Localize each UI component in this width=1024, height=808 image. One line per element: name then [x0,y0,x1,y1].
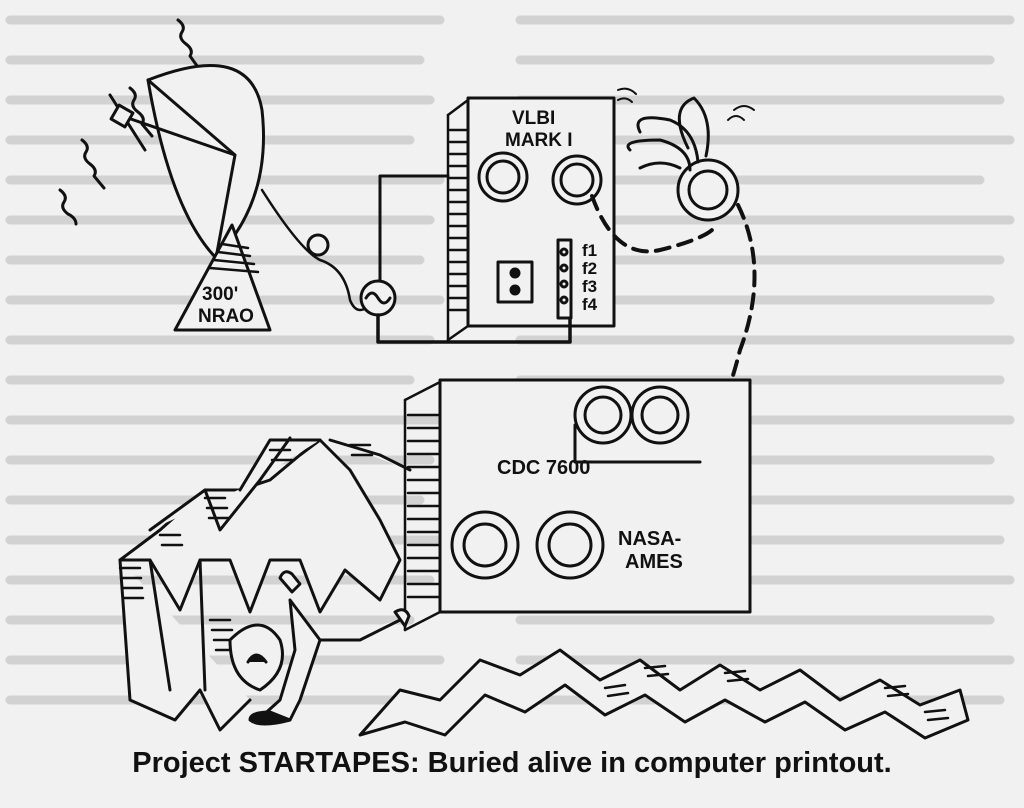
dish-label-size: 300' [202,284,238,305]
figure-caption: Project STARTAPES: Buried alive in compu… [132,747,892,779]
freq-label-f1: f1 [582,241,597,260]
dish-label-name: NRAO [198,306,254,327]
freq-label-f2: f2 [582,259,597,278]
buried-person [228,570,411,726]
radio-telescope-dish [108,64,377,332]
printout-stack [118,436,412,732]
cdc-7600-computer [403,378,752,632]
printout-ribbon [358,648,970,740]
freq-label-f3: f3 [582,277,597,296]
freq-label-f4: f4 [582,295,598,314]
nasa-label-line1: NASA- [618,528,681,550]
vlbi-label-model: MARK I [505,130,573,151]
cdc-label: CDC 7600 [497,457,590,479]
cartoon-drawing: 300' NRAO VLBI MARK I f1 f2 f3 f4 CDC 76… [58,18,970,740]
nasa-label-line2: AMES [625,551,683,573]
vlbi-recorder [446,96,616,342]
vlbi-label-title: VLBI [512,108,555,129]
signal-cable [359,174,572,344]
